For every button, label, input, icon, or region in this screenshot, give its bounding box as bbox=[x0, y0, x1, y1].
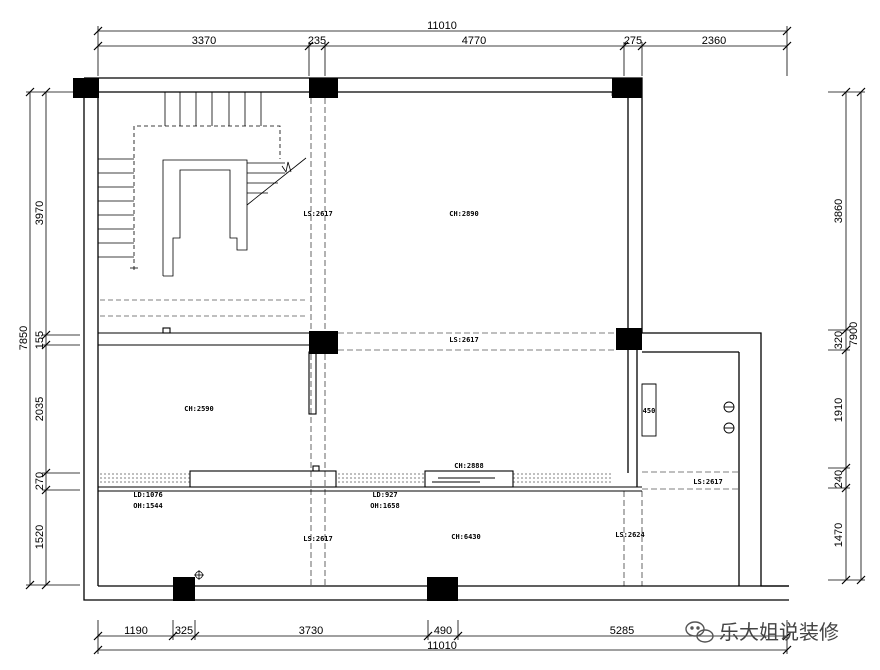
bottom-dimension-chain bbox=[93, 620, 792, 655]
left-dim-2: 155 bbox=[34, 331, 46, 349]
label-ls-upper-left: LS:2617 bbox=[303, 210, 333, 218]
label-ch-upper-right: CH:2890 bbox=[449, 210, 479, 218]
top-total-dim: 11010 bbox=[427, 20, 457, 32]
column-bottom-mid bbox=[427, 577, 458, 601]
bottom-dim-4: 490 bbox=[434, 625, 452, 637]
label-ch-lower: CH:6430 bbox=[451, 533, 481, 541]
label-ls-balcony-right: LS:2617 bbox=[693, 478, 723, 486]
right-dim-4: 240 bbox=[833, 470, 845, 488]
stair-zone-dashed bbox=[100, 299, 308, 317]
balcony-box-label: 450 bbox=[643, 407, 656, 415]
wall-hatch-band bbox=[100, 473, 612, 483]
watermark-text: 乐大姐说装修 bbox=[719, 620, 839, 644]
right-dim-3: 1910 bbox=[833, 398, 845, 422]
column-top-mid bbox=[309, 78, 338, 98]
left-dimension-chain bbox=[25, 87, 80, 590]
column-center bbox=[309, 331, 338, 354]
balcony-fixtures bbox=[641, 383, 735, 437]
left-dim-1: 3970 bbox=[34, 201, 46, 225]
label-ld-left: LD:1076 bbox=[133, 491, 163, 499]
left-dim-5: 1520 bbox=[34, 525, 46, 549]
left-dim-3: 2035 bbox=[34, 397, 46, 421]
column-bottom-left bbox=[173, 577, 195, 601]
right-total-dim: 7900 bbox=[848, 322, 860, 346]
floor-marker-icon bbox=[194, 570, 204, 580]
watermark: 乐大姐说装修 bbox=[685, 620, 839, 644]
left-total-dim: 7850 bbox=[18, 326, 30, 350]
label-ld-mid: LD:927 bbox=[372, 491, 397, 499]
right-dimension-chain bbox=[828, 87, 866, 585]
label-oh-mid: OH:1658 bbox=[370, 502, 400, 510]
top-dim-4: 275 bbox=[624, 35, 642, 47]
column-top-left bbox=[73, 78, 99, 98]
label-oh-left: OH:1544 bbox=[133, 502, 163, 510]
exterior-walls bbox=[83, 77, 789, 601]
bottom-dim-3: 3730 bbox=[299, 625, 323, 637]
label-ch-left-room: CH:2590 bbox=[184, 405, 214, 413]
right-dim-1: 3860 bbox=[833, 199, 845, 223]
structural-columns bbox=[73, 78, 642, 601]
top-dim-5: 2360 bbox=[702, 35, 726, 47]
left-dim-4: 270 bbox=[34, 472, 46, 490]
staircase bbox=[98, 92, 307, 277]
label-ls-lower-left: LS:2617 bbox=[303, 535, 333, 543]
right-dim-5: 1470 bbox=[833, 523, 845, 547]
wechat-icon bbox=[685, 621, 714, 643]
top-dim-2: 235 bbox=[308, 35, 326, 47]
top-dimension-chain bbox=[93, 26, 792, 76]
top-dim-3: 4770 bbox=[462, 35, 486, 47]
interior-walls bbox=[98, 327, 642, 492]
label-ch-window-mark: CH:2888 bbox=[454, 462, 484, 470]
top-dim-1: 3370 bbox=[192, 35, 216, 47]
beam-lines bbox=[310, 92, 739, 586]
bottom-total-dim: 11010 bbox=[427, 640, 457, 652]
label-ls-mid-beam: LS:2617 bbox=[449, 336, 479, 344]
column-top-right bbox=[612, 78, 642, 98]
bottom-dim-5: 5285 bbox=[610, 625, 634, 637]
right-dim-2: 320 bbox=[833, 331, 845, 349]
column-right-mid bbox=[616, 328, 642, 350]
label-ls-lower-right: LS:2624 bbox=[615, 531, 645, 539]
bottom-dim-2: 325 bbox=[175, 625, 193, 637]
bottom-dim-1: 1190 bbox=[124, 625, 148, 637]
